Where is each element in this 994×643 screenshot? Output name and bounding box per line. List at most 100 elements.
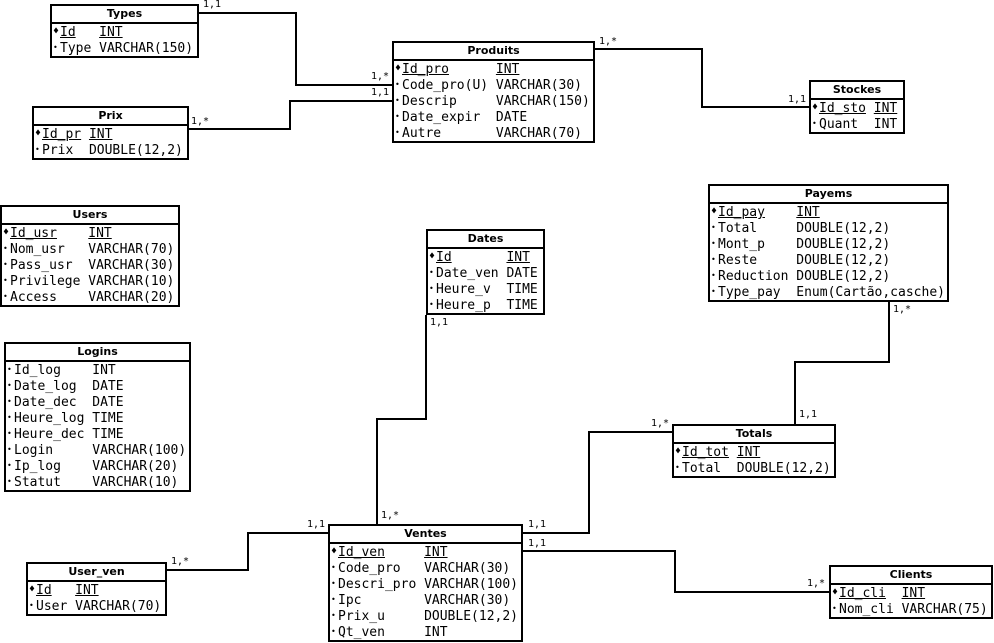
field-type: INT xyxy=(424,625,448,640)
field-type: TIME xyxy=(92,411,124,426)
field-type: VARCHAR(10) xyxy=(92,475,179,490)
bullet-icon: • xyxy=(7,477,12,486)
entity-title: Ventes xyxy=(330,526,521,544)
field-type: DOUBLE(12,2) xyxy=(88,143,183,158)
field-name: Login xyxy=(14,443,54,458)
cardinality-label: 1,1 xyxy=(528,519,547,530)
field-type: VARCHAR(70) xyxy=(88,242,175,257)
field-name: Quant xyxy=(819,117,859,132)
bullet-icon: • xyxy=(7,381,12,390)
field-name: Type xyxy=(60,41,92,56)
cardinality-label: 1,* xyxy=(599,36,618,47)
field-type: DATE xyxy=(506,266,538,281)
field-type: INT xyxy=(99,25,123,40)
entity-title: Logins xyxy=(6,344,189,362)
bullet-icon: • xyxy=(812,119,817,128)
field-name: Ip_log xyxy=(14,459,61,474)
field-type: VARCHAR(150) xyxy=(99,41,194,56)
bullet-icon: • xyxy=(395,80,400,89)
field-name: Heure_v xyxy=(436,282,491,297)
entity-title: Stockes xyxy=(811,82,903,100)
field-type: VARCHAR(10) xyxy=(88,274,175,289)
field-type: VARCHAR(30) xyxy=(424,561,511,576)
relation-produits-stockes xyxy=(595,48,809,108)
field-type: DOUBLE(12,2) xyxy=(796,253,891,268)
bullet-icon: • xyxy=(331,611,336,620)
field-name: Total xyxy=(718,221,758,236)
field-name: Code_pro(U) xyxy=(402,78,489,93)
cardinality-label: 1,* xyxy=(381,510,400,521)
field-type: DOUBLE(12,2) xyxy=(796,221,891,236)
bullet-icon: • xyxy=(7,365,12,374)
relation-prix-produits xyxy=(189,100,392,130)
key-diamond-icon: ♦ xyxy=(711,206,718,217)
field-name: Access xyxy=(10,290,57,305)
field-type: DOUBLE(12,2) xyxy=(424,609,518,624)
field-type: TIME xyxy=(506,298,538,313)
field-name: Pass_usr xyxy=(10,258,73,273)
key-diamond-icon: ♦ xyxy=(832,587,839,598)
bullet-icon: • xyxy=(7,429,12,438)
field-name: Id_tot xyxy=(682,445,729,460)
entity-title: Produits xyxy=(394,43,593,61)
bullet-icon: • xyxy=(7,445,12,454)
bullet-icon: • xyxy=(395,128,400,137)
bullet-icon: • xyxy=(429,284,434,293)
field-type: VARCHAR(70) xyxy=(495,126,582,141)
field-type: INT xyxy=(736,445,761,460)
entity-title: Clients xyxy=(831,567,991,585)
relation-ventes-clients xyxy=(523,550,829,593)
field-name: Nom_usr xyxy=(10,242,65,257)
entity-title: Types xyxy=(52,6,197,24)
cardinality-label: 1,1 xyxy=(528,538,547,549)
relation-dates-ventes xyxy=(376,315,427,524)
field-name: Total xyxy=(682,461,722,476)
bullet-icon: • xyxy=(35,145,40,154)
bullet-icon: • xyxy=(711,271,716,280)
field-name: Heure_p xyxy=(436,298,491,313)
bullet-icon: • xyxy=(7,413,12,422)
bullet-icon: • xyxy=(3,292,8,301)
bullet-icon: • xyxy=(331,595,336,604)
bullet-icon: • xyxy=(3,276,8,285)
bullet-icon: • xyxy=(395,112,400,121)
field-type: DOUBLE(12,2) xyxy=(796,237,891,252)
field-name: Id_pro xyxy=(402,62,449,77)
cardinality-label: 1,* xyxy=(893,304,912,315)
field-type: INT xyxy=(495,62,520,77)
bullet-icon: • xyxy=(711,239,716,248)
field-type: VARCHAR(30) xyxy=(88,258,175,273)
